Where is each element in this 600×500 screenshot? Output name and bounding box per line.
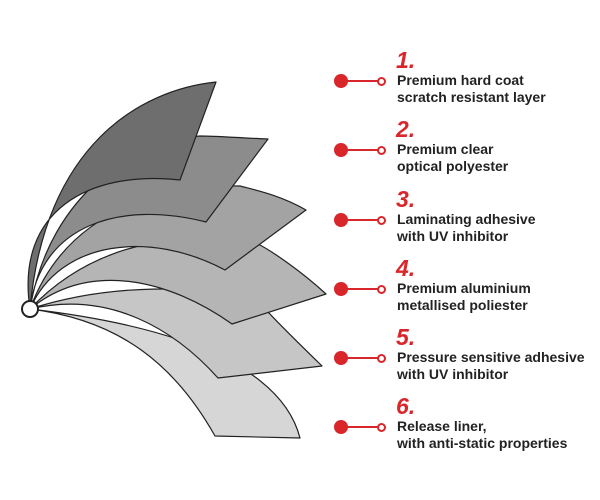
layer-description-line2: metallised poliester: [397, 297, 528, 313]
layer-description-line2: with anti-static properties: [397, 435, 568, 451]
layer-description-line2: with UV inhibitor: [397, 366, 509, 382]
layer-6-sheet: [29, 308, 301, 439]
layer-number: 2.: [396, 116, 416, 142]
connector-icon: [334, 282, 386, 298]
connector-icon: [334, 74, 386, 90]
layer-number: 6.: [396, 393, 416, 419]
layer-number: 1.: [396, 47, 416, 73]
connector-icon: [334, 420, 386, 436]
layer-description: Pressure sensitive adhesive with UV inhi…: [397, 349, 585, 383]
layer-description-line1: Laminating adhesive: [397, 211, 536, 227]
layer-number: 4.: [396, 255, 416, 281]
layer-description-line2: scratch resistant layer: [397, 89, 546, 105]
layer-description: Laminating adhesive with UV inhibitor: [397, 211, 535, 245]
layer-description-line1: Pressure sensitive adhesive: [397, 349, 585, 365]
layer-item-5: 5. Pressure sensitive adhesive with UV i…: [334, 325, 600, 387]
connector-icon: [334, 143, 386, 159]
layer-description-line2: optical polyester: [397, 158, 509, 174]
connector-icon: [334, 351, 386, 367]
layer-description: Premium aluminium metallised poliester: [397, 280, 531, 314]
layer-number: 3.: [396, 186, 416, 212]
layer-description: Release liner, with anti-static properti…: [397, 418, 567, 452]
layer-description: Premium hard coat scratch resistant laye…: [397, 72, 546, 106]
layer-number: 5.: [396, 324, 416, 350]
layer-1-sheet: [27, 81, 217, 310]
layer-item-1: 1. Premium hard coat scratch resistant l…: [334, 48, 600, 110]
layer-description-line1: Premium clear: [397, 141, 494, 157]
layer-4-sheet: [29, 238, 327, 325]
layer-description-line1: Release liner,: [397, 418, 487, 434]
pivot-point: [21, 300, 39, 318]
layer-description: Premium clear optical polyester: [397, 141, 508, 175]
layer-item-3: 3. Laminating adhesive with UV inhibitor: [334, 187, 600, 249]
connector-icon: [334, 213, 386, 229]
layer-description-line1: Premium hard coat: [397, 72, 524, 88]
layer-description-line2: with UV inhibitor: [397, 228, 509, 244]
layer-item-2: 2. Premium clear optical polyester: [334, 117, 600, 179]
layer-description-line1: Premium aluminium: [397, 280, 531, 296]
layer-item-6: 6. Release liner, with anti-static prope…: [334, 394, 600, 456]
layer-item-4: 4. Premium aluminium metallised polieste…: [334, 256, 600, 318]
